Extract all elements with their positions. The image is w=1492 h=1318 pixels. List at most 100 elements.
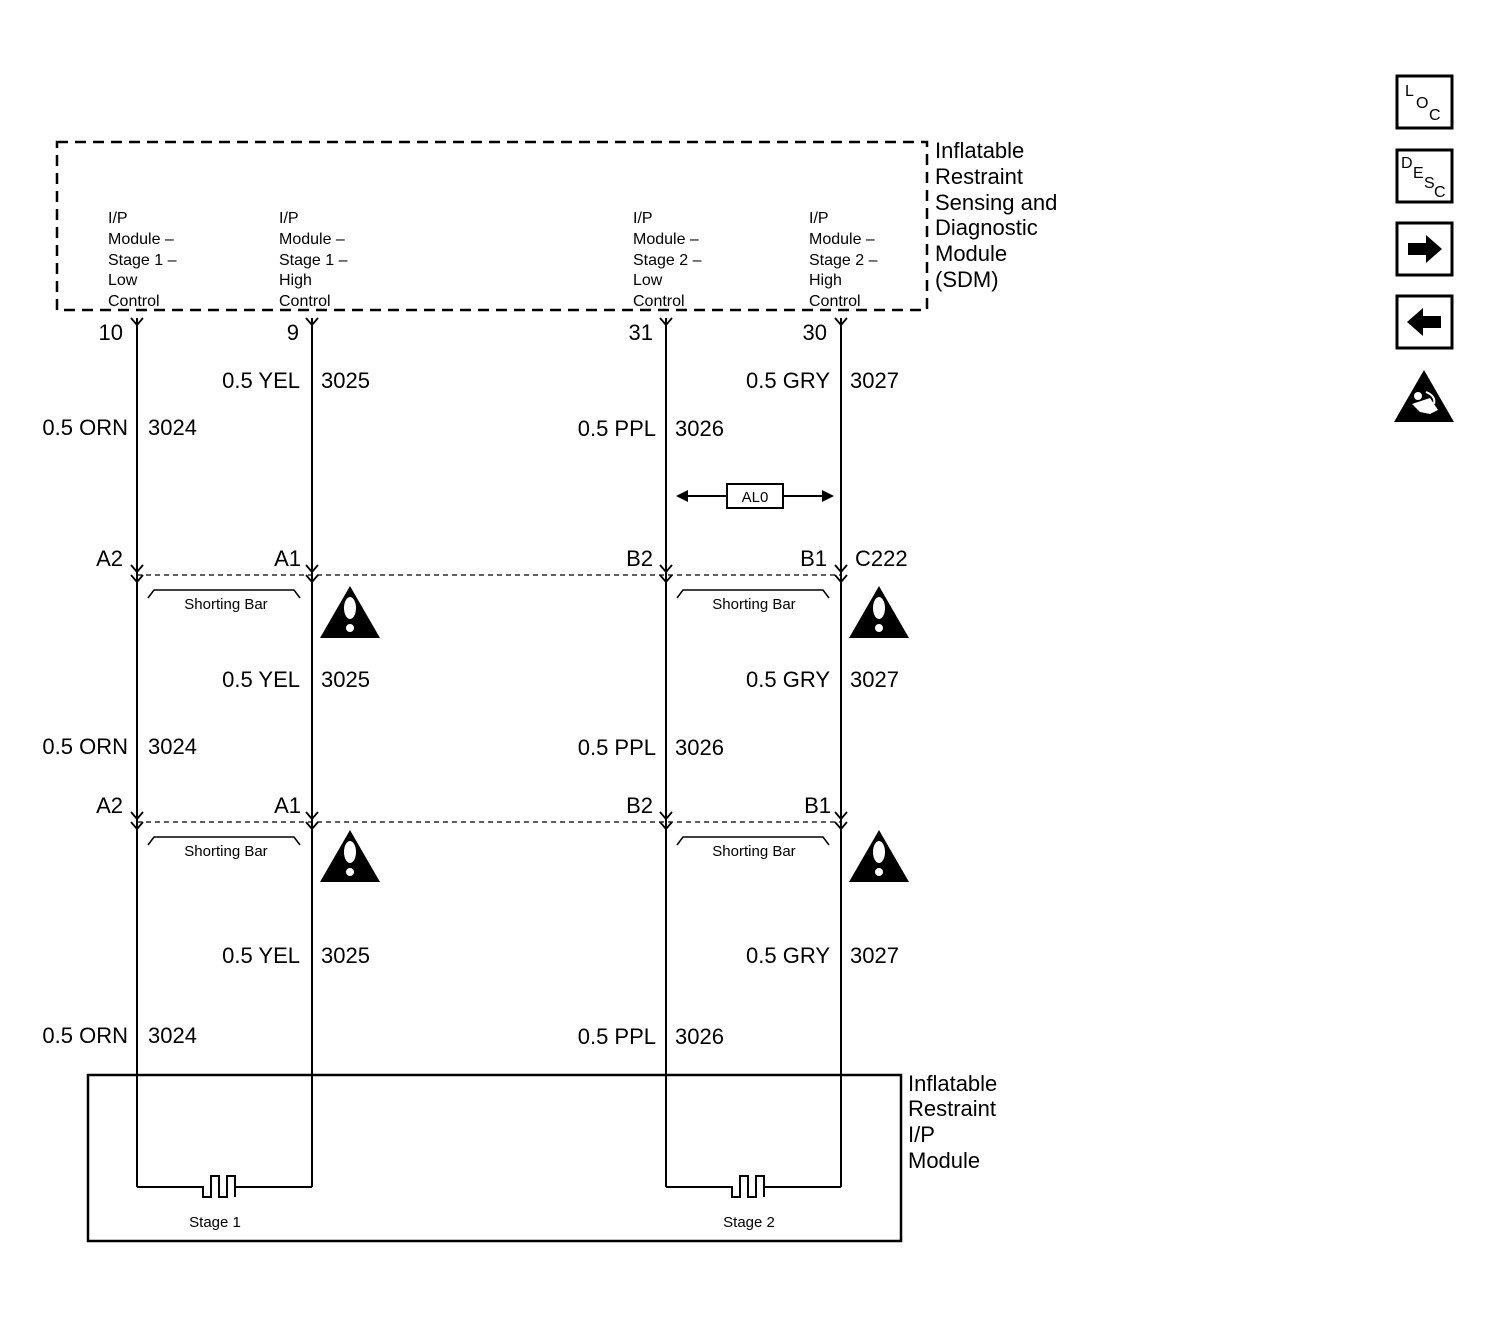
svg-text:D: D bbox=[1401, 155, 1413, 172]
cavity-a1: A1 bbox=[274, 793, 301, 818]
svg-text:I/P: I/P bbox=[633, 210, 653, 227]
svg-text:Inflatable: Inflatable bbox=[935, 138, 1024, 163]
svg-text:(SDM): (SDM) bbox=[935, 267, 999, 292]
svg-text:Restraint: Restraint bbox=[908, 1096, 996, 1121]
wire-color-orn-2: 0.5 ORN bbox=[42, 734, 128, 759]
wire-color-ppl-2: 0.5 PPL bbox=[578, 735, 656, 760]
sdm-title: Inflatable Restraint Sensing and Diagnos… bbox=[935, 138, 1057, 292]
shorting-bar-label: Shorting Bar bbox=[184, 596, 267, 613]
cavity-b1: B1 bbox=[804, 793, 831, 818]
svg-text:Inflatable: Inflatable bbox=[908, 1071, 997, 1096]
connector-2: A2 A1 B2 B1 Shorting Bar Shorting Bar bbox=[96, 793, 909, 882]
loc-icon[interactable]: L O C bbox=[1395, 74, 1454, 130]
wire-color-gry-2: 0.5 GRY bbox=[746, 667, 830, 692]
stage1-squib: Stage 1 bbox=[137, 1175, 312, 1231]
svg-text:Control: Control bbox=[279, 293, 331, 310]
svg-text:Module: Module bbox=[935, 241, 1007, 266]
svg-text:High: High bbox=[279, 272, 312, 289]
circuit-3025-1: 3025 bbox=[321, 368, 370, 393]
svg-text:Diagnostic: Diagnostic bbox=[935, 215, 1038, 240]
svg-text:Module –: Module – bbox=[809, 231, 875, 248]
cavity-b1: B1 bbox=[800, 546, 827, 571]
circuit-3027-3: 3027 bbox=[850, 943, 899, 968]
svg-text:L: L bbox=[1405, 83, 1414, 100]
connector-name: C222 bbox=[855, 546, 908, 571]
svg-text:C: C bbox=[1434, 184, 1446, 201]
circuit-3024-1: 3024 bbox=[148, 415, 197, 440]
warning-icon bbox=[849, 586, 909, 638]
arrow-left-icon[interactable] bbox=[1395, 294, 1454, 350]
svg-text:AL0: AL0 bbox=[742, 489, 769, 506]
circuit-3024-2: 3024 bbox=[148, 734, 197, 759]
svg-text:I/P: I/P bbox=[809, 210, 829, 227]
svg-text:Module –: Module – bbox=[279, 231, 345, 248]
shorting-bar-label: Shorting Bar bbox=[712, 843, 795, 860]
circuit-3025-2: 3025 bbox=[321, 667, 370, 692]
wire-color-yel-2: 0.5 YEL bbox=[222, 667, 300, 692]
wire-color-ppl-1: 0.5 PPL bbox=[578, 416, 656, 441]
sdm-box bbox=[55, 140, 929, 312]
svg-text:C: C bbox=[1429, 107, 1441, 124]
wire-color-gry-3: 0.5 GRY bbox=[746, 943, 830, 968]
cavity-a2: A2 bbox=[96, 793, 123, 818]
svg-text:Control: Control bbox=[809, 293, 861, 310]
svg-text:E: E bbox=[1413, 165, 1424, 182]
wire-color-ppl-3: 0.5 PPL bbox=[578, 1024, 656, 1049]
arrow-right-icon[interactable] bbox=[1395, 221, 1454, 277]
circuit-3026-1: 3026 bbox=[675, 416, 724, 441]
svg-text:Module –: Module – bbox=[633, 231, 699, 248]
stage2-squib: Stage 2 bbox=[666, 1175, 841, 1231]
wire-color-yel-1: 0.5 YEL bbox=[222, 368, 300, 393]
svg-text:Restraint: Restraint bbox=[935, 164, 1023, 189]
cavity-a1: A1 bbox=[274, 546, 301, 571]
stage1-label: Stage 1 bbox=[189, 1214, 241, 1231]
shorting-bar-label: Shorting Bar bbox=[712, 596, 795, 613]
cavity-a2: A2 bbox=[96, 546, 123, 571]
ip-module-box bbox=[86, 1073, 903, 1243]
sdm-pin-label-stage2-high: I/P Module – Stage 2 – High Control bbox=[809, 210, 878, 310]
circuit-3027-2: 3027 bbox=[850, 667, 899, 692]
svg-text:Stage 1 –: Stage 1 – bbox=[108, 252, 177, 269]
wire-color-orn-3: 0.5 ORN bbox=[42, 1023, 128, 1048]
connector-c222: A2 A1 B2 B1 C222 Shorting Bar Shorting B… bbox=[96, 546, 909, 638]
wire-color-orn-1: 0.5 ORN bbox=[42, 415, 128, 440]
warning-icon bbox=[320, 586, 380, 638]
sdm-pin-label-stage1-high: I/P Module – Stage 1 – High Control bbox=[279, 210, 348, 310]
circuit-3025-3: 3025 bbox=[321, 943, 370, 968]
pin-number-31: 31 bbox=[629, 320, 653, 345]
svg-text:S: S bbox=[1424, 175, 1435, 192]
circuit-3024-3: 3024 bbox=[148, 1023, 197, 1048]
sdm-pin-label-stage1-low: I/P Module – Stage 1 – Low Control bbox=[108, 210, 177, 310]
wire-color-yel-3: 0.5 YEL bbox=[222, 943, 300, 968]
svg-text:Low: Low bbox=[633, 272, 663, 289]
warning-icon bbox=[849, 830, 909, 882]
svg-text:Module: Module bbox=[908, 1148, 980, 1173]
svg-text:Stage 2 –: Stage 2 – bbox=[809, 252, 878, 269]
al0-indicator: AL0 bbox=[676, 483, 834, 509]
pin-number-10: 10 bbox=[99, 320, 123, 345]
circuit-3027-1: 3027 bbox=[850, 368, 899, 393]
wire-color-gry-1: 0.5 GRY bbox=[746, 368, 830, 393]
svg-text:I/P: I/P bbox=[279, 210, 299, 227]
warning-icon bbox=[320, 830, 380, 882]
svg-text:Module –: Module – bbox=[108, 231, 174, 248]
svg-text:Low: Low bbox=[108, 272, 138, 289]
svg-text:I/P: I/P bbox=[108, 210, 128, 227]
cavity-b2: B2 bbox=[626, 546, 653, 571]
ip-module-title: Inflatable Restraint I/P Module bbox=[908, 1071, 997, 1173]
svg-text:Control: Control bbox=[633, 293, 685, 310]
airbag-warning-icon[interactable] bbox=[1394, 370, 1454, 422]
wires bbox=[136, 318, 842, 1187]
svg-text:I/P: I/P bbox=[908, 1122, 935, 1147]
svg-text:High: High bbox=[809, 272, 842, 289]
circuit-3026-3: 3026 bbox=[675, 1024, 724, 1049]
pin-number-30: 30 bbox=[803, 320, 827, 345]
pin-number-9: 9 bbox=[287, 320, 299, 345]
desc-icon[interactable]: D E S C bbox=[1395, 148, 1454, 204]
svg-text:Stage 1 –: Stage 1 – bbox=[279, 252, 348, 269]
stage2-label: Stage 2 bbox=[723, 1214, 775, 1231]
svg-text:Sensing and: Sensing and bbox=[935, 190, 1057, 215]
shorting-bar-label: Shorting Bar bbox=[184, 843, 267, 860]
svg-text:Stage 2 –: Stage 2 – bbox=[633, 252, 702, 269]
